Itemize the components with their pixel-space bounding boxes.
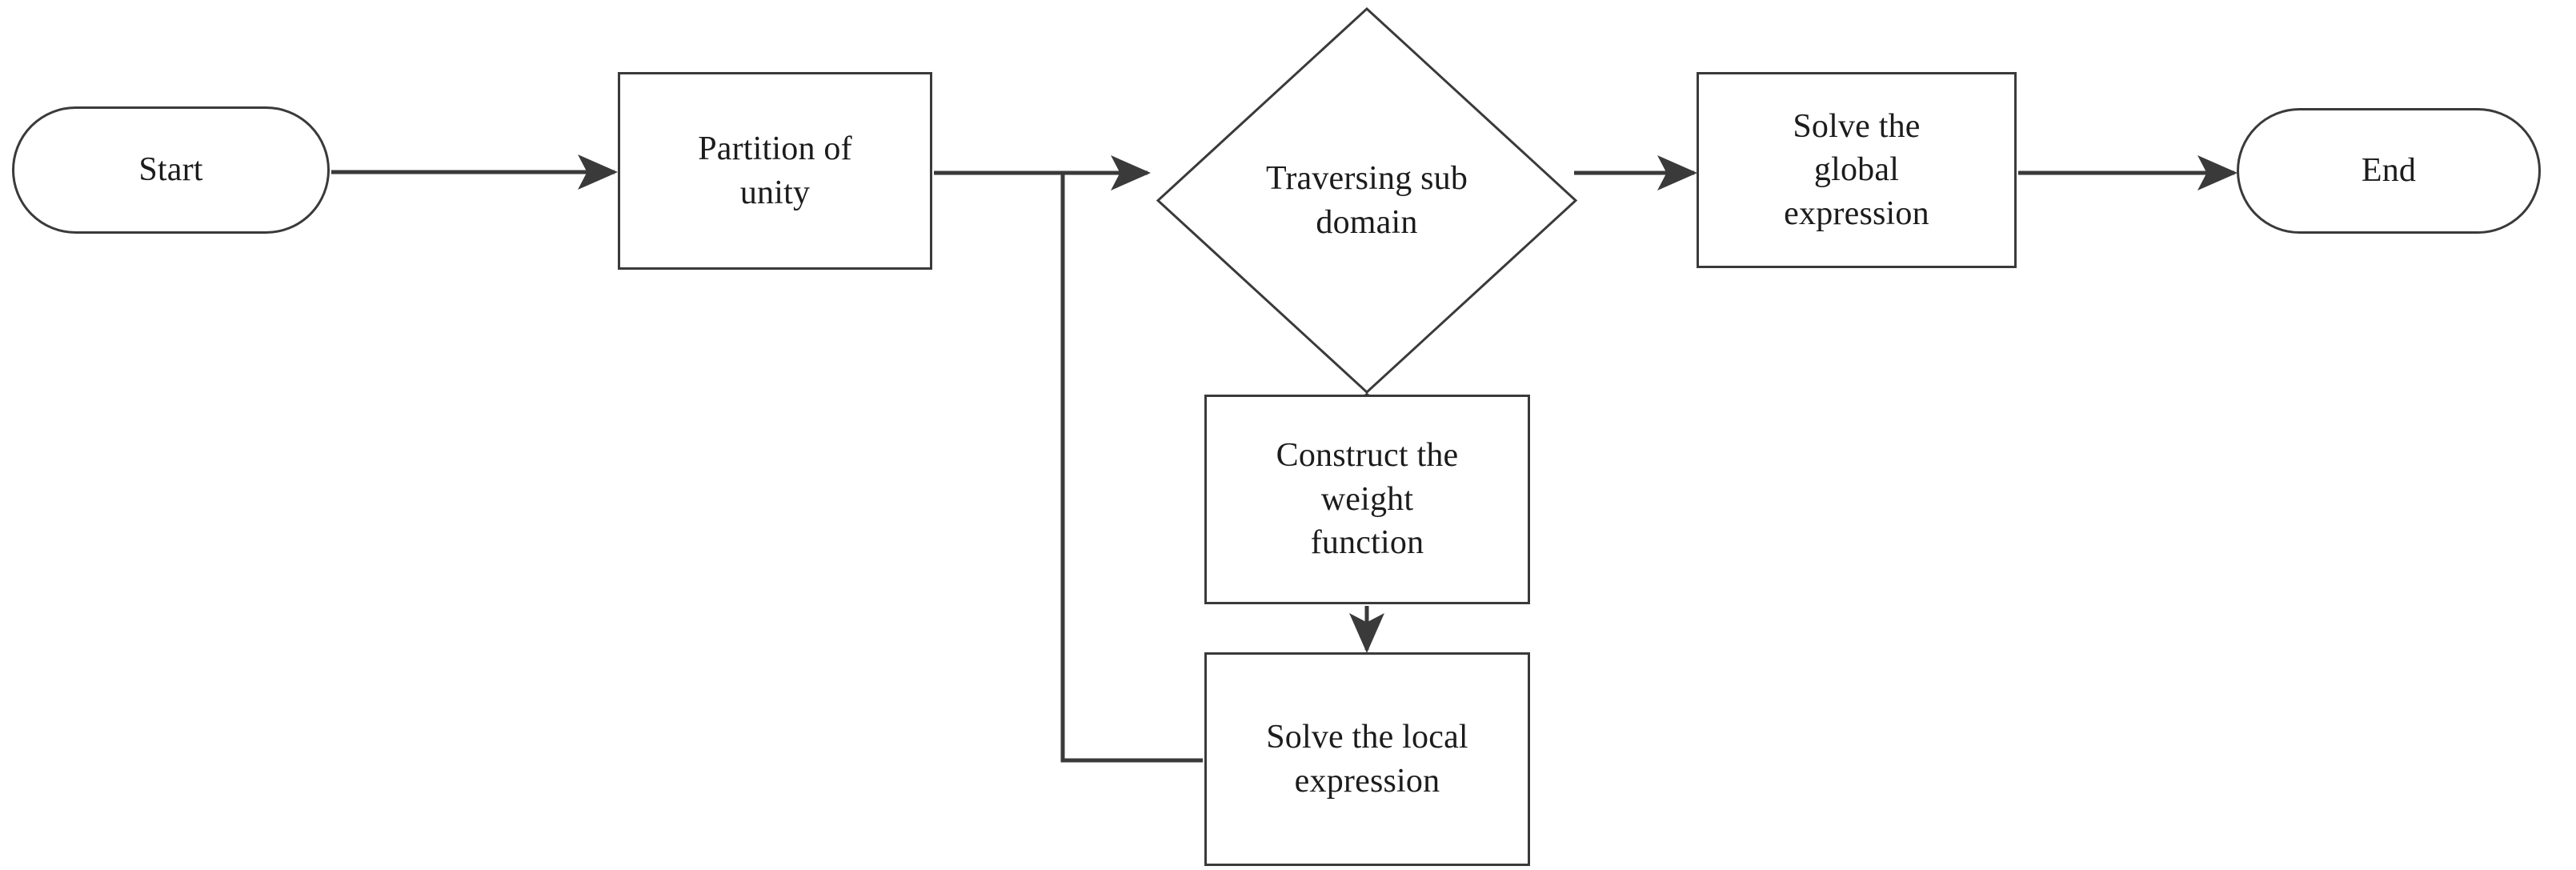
node-construct-the-weight-function-label: Construct the weight function [1276, 437, 1459, 562]
node-end[interactable]: End [2237, 108, 2541, 234]
node-partition-of-unity-label: Partition of unity [698, 130, 852, 211]
node-traversing-sub-domain-label: Traversing sub domain [1265, 159, 1468, 241]
node-start[interactable]: Start [12, 106, 330, 234]
node-solve-the-global-expression[interactable]: Solve the global expression [1697, 72, 2017, 268]
node-construct-the-weight-function[interactable]: Construct the weight function [1204, 395, 1530, 604]
node-solve-the-local-expression-label: Solve the local expression [1266, 718, 1468, 800]
node-partition-of-unity[interactable]: Partition of unity [618, 72, 932, 270]
node-traversing-sub-domain[interactable]: Traversing sub domain [1156, 6, 1578, 395]
node-solve-the-global-expression-label: Solve the global expression [1784, 107, 1929, 232]
node-solve-the-local-expression[interactable]: Solve the local expression [1204, 652, 1530, 866]
node-start-label: Start [138, 151, 203, 189]
node-end-label: End [2361, 152, 2417, 190]
